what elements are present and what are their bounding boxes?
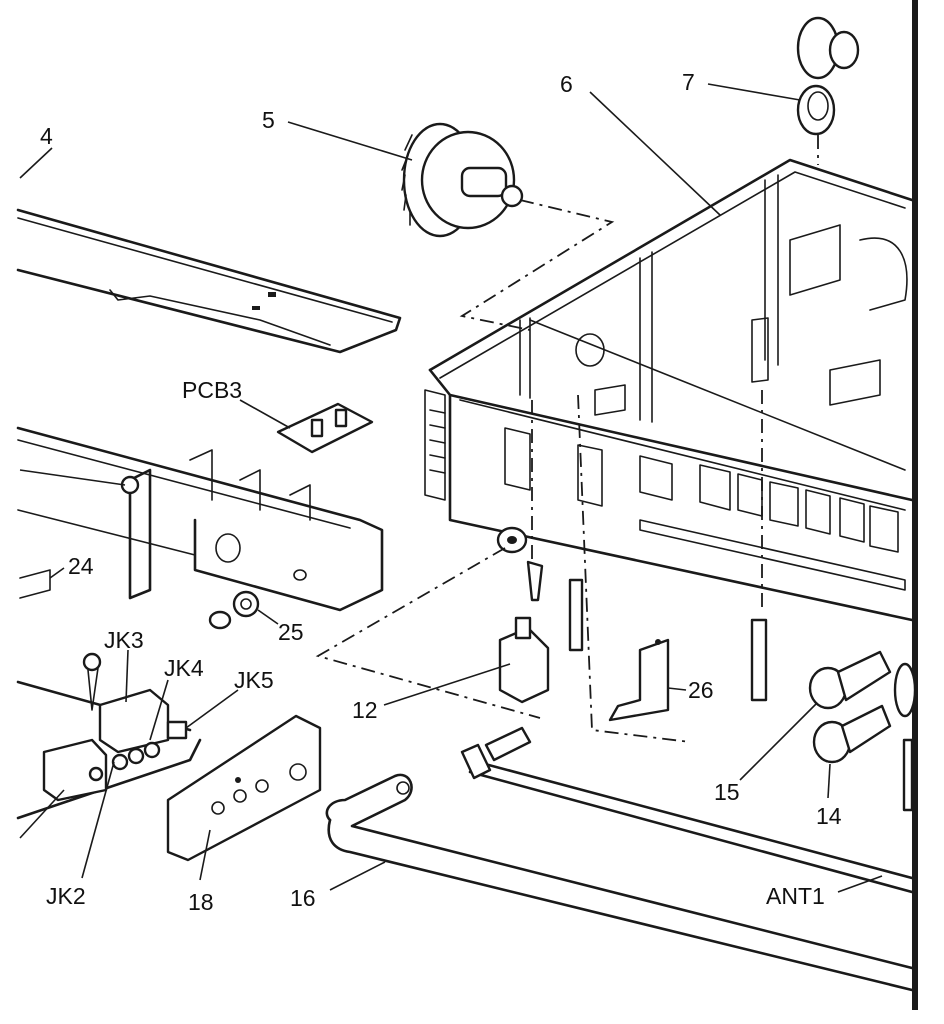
- part-jack-panel: [16, 649, 239, 879]
- callout-jk3: JK3: [104, 627, 144, 653]
- part-14-knob: [812, 704, 892, 799]
- callout-26: 26: [688, 677, 714, 703]
- callout-25: 25: [278, 619, 304, 645]
- callout-4: 4: [40, 123, 53, 149]
- page-edge: [912, 0, 918, 1010]
- part-ant1-antenna: [460, 726, 914, 894]
- side-fittings: [893, 662, 917, 812]
- assembly-dash-lines: [315, 199, 691, 743]
- part-26-bracket: [608, 638, 687, 722]
- callout-15: 15: [714, 779, 740, 805]
- part-15-knob: [739, 650, 892, 781]
- part-6-chassis: [424, 91, 914, 622]
- part-24-rail: [19, 567, 65, 599]
- callout-pcb3: PCB3: [182, 377, 242, 403]
- part-25-nut-washer: [208, 590, 279, 630]
- part-pcb3-board: [239, 399, 374, 454]
- callout-14: 14: [816, 803, 842, 829]
- callout-jk2: JK2: [46, 883, 86, 909]
- callout-6: 6: [560, 71, 573, 97]
- callout-16: 16: [290, 885, 316, 911]
- callout-jk5: JK5: [234, 667, 274, 693]
- part-7-grommets: [707, 16, 860, 165]
- part-5-gear-knob: [287, 121, 524, 238]
- chassis-screws: [526, 560, 768, 702]
- callout-12: 12: [352, 697, 378, 723]
- part-16-handle: [325, 773, 914, 992]
- part-18-jack-cover: [166, 714, 322, 881]
- part-12-clip: [383, 616, 550, 706]
- callout-5: 5: [262, 107, 275, 133]
- callout-ant1: ANT1: [766, 883, 825, 909]
- callout-7: 7: [682, 69, 695, 95]
- callout-24: 24: [68, 553, 94, 579]
- part-bracket-assembly: [16, 426, 384, 612]
- callout-jk4: JK4: [164, 655, 204, 681]
- part-4-top-panel: [16, 147, 402, 354]
- callout-18: 18: [188, 889, 214, 915]
